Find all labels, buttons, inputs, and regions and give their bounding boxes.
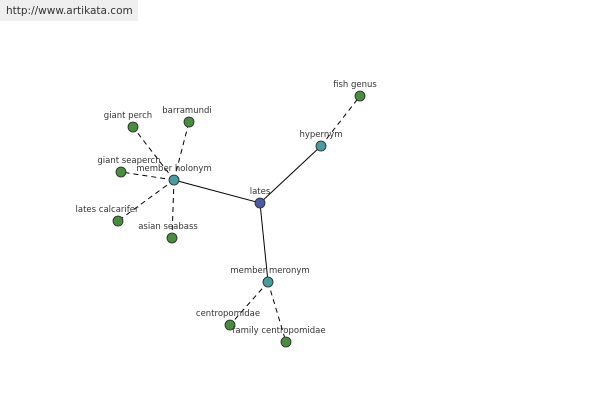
edge-fish_genus (320, 95, 361, 147)
node-circle[interactable] (315, 140, 327, 152)
node-giant-seaperch[interactable]: giant seaperch (97, 156, 161, 178)
edge-barramundi (173, 121, 190, 181)
node-label: lates calcarifer (76, 205, 139, 215)
edge-member_meronym (259, 202, 269, 283)
node-lates[interactable]: lates (250, 187, 271, 209)
node-label: asian seabass (138, 222, 198, 232)
node-circle[interactable] (166, 232, 178, 244)
edge-member_holonym (173, 179, 261, 204)
node-circle[interactable] (112, 215, 124, 227)
node-fish-genus[interactable]: fish genus (333, 80, 377, 102)
node-label: fish genus (333, 80, 377, 90)
node-label: hypernym (299, 130, 342, 140)
node-giant-perch[interactable]: giant perch (104, 111, 152, 133)
graph-nodes: fish genus giant perch barramundi giant sea… (76, 80, 377, 348)
edge-giant_perch (132, 126, 175, 181)
node-label: family centropomidae (232, 326, 325, 336)
node-centropomidae[interactable]: centropomidae (196, 309, 260, 331)
node-label: lates (250, 187, 271, 197)
node-label: giant perch (104, 111, 152, 121)
node-circle[interactable] (354, 90, 366, 102)
node-label: member holonym (136, 164, 211, 174)
edge-asian_seabass (171, 179, 175, 239)
node-label: member meronym (230, 266, 309, 276)
node-asian-seabass[interactable]: asian seabass (138, 222, 198, 244)
node-circle[interactable] (183, 116, 195, 128)
node-label: barramundi (162, 106, 211, 116)
node-member-holonym[interactable]: member holonym (136, 164, 212, 186)
node-label: centropomidae (196, 309, 260, 319)
edge-lates_calcarifer (117, 179, 175, 222)
edge-family_centropomidae (267, 281, 287, 343)
graph-edges (117, 95, 361, 343)
node-member-meronym[interactable]: member meronym (230, 266, 310, 288)
node-circle[interactable] (224, 319, 236, 331)
node-barramundi[interactable]: barramundi (162, 106, 212, 128)
node-lates-calcarifer[interactable]: lates calcarifer (76, 205, 139, 227)
node-hypernym[interactable]: hypernym (299, 130, 343, 152)
node-circle[interactable] (280, 336, 292, 348)
node-circle[interactable] (168, 174, 180, 186)
node-circle[interactable] (262, 276, 274, 288)
node-circle[interactable] (254, 197, 266, 209)
node-family-centropomidae[interactable]: family centropomidae (232, 326, 326, 348)
edge-centropomidae (229, 281, 269, 326)
edge-hypernym (259, 145, 322, 204)
node-circle[interactable] (127, 121, 139, 133)
site-url-link[interactable]: http://www.artikata.com (0, 0, 138, 21)
node-label: giant seaperch (97, 156, 160, 166)
node-circle[interactable] (115, 166, 127, 178)
